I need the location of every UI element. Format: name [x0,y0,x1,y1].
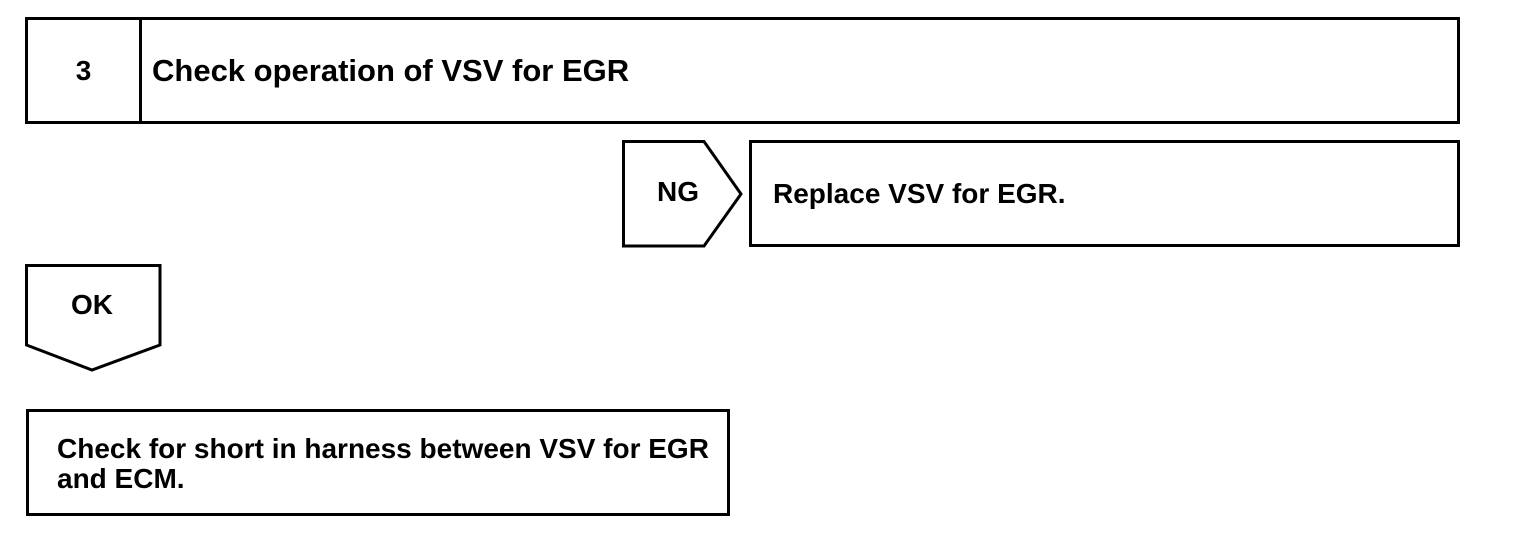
ok-arrow-icon [25,264,162,372]
ng-action-text: Replace VSV for EGR. [773,178,1066,209]
ng-action-box: Replace VSV for EGR. [749,140,1460,247]
ok-action-text: Check for short in harness between VSV f… [57,433,709,494]
step-box: 3 Check operation of VSV for EGR [25,17,1460,124]
ok-action-box: Check for short in harness between VSV f… [26,409,730,516]
ng-arrow-icon [622,140,743,248]
ng-label: NG [657,176,699,207]
step-number: 3 [28,20,142,121]
ok-label: OK [71,289,113,320]
step-title: Check operation of VSV for EGR [152,53,630,88]
